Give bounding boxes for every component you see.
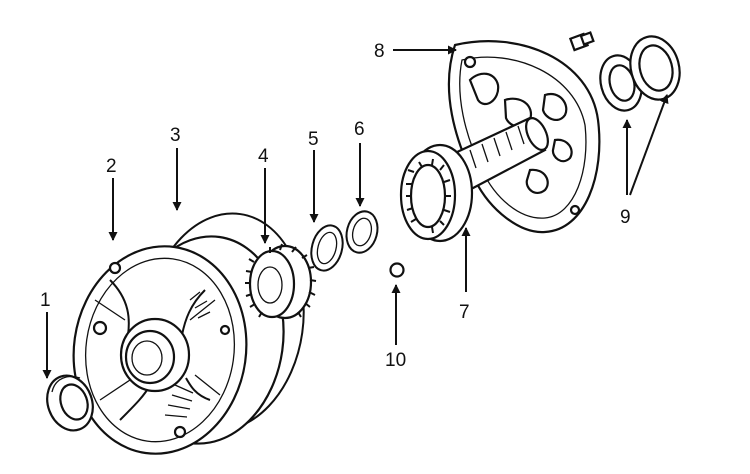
callout-4: 4	[258, 146, 269, 167]
ring-part-6	[345, 210, 379, 254]
pump-body-part-2	[72, 235, 285, 455]
drive-gear-part-4	[245, 243, 317, 320]
seal-part-9-outer	[629, 35, 681, 101]
callout-1: 1	[40, 290, 51, 311]
callout-2: 2	[106, 156, 117, 177]
arrow-9b	[629, 94, 669, 196]
callout-10: 10	[385, 350, 406, 371]
callout-5: 5	[308, 129, 319, 150]
callout-9: 9	[620, 207, 631, 228]
stator-cover-part-8	[438, 40, 601, 234]
callout-6: 6	[354, 119, 365, 140]
leader-arrows	[42, 45, 669, 379]
callout-7: 7	[459, 302, 470, 323]
check-ball-part-10	[389, 262, 405, 278]
ring-part-5	[310, 224, 344, 272]
bolt-plug	[568, 31, 595, 52]
callout-8: 8	[374, 41, 385, 62]
driven-gear-part-7	[399, 143, 474, 243]
callout-labels: 1 2 3 4 5 6 7 8 9 10	[40, 41, 631, 371]
callout-3: 3	[170, 125, 181, 146]
seal-part-1	[46, 374, 94, 432]
